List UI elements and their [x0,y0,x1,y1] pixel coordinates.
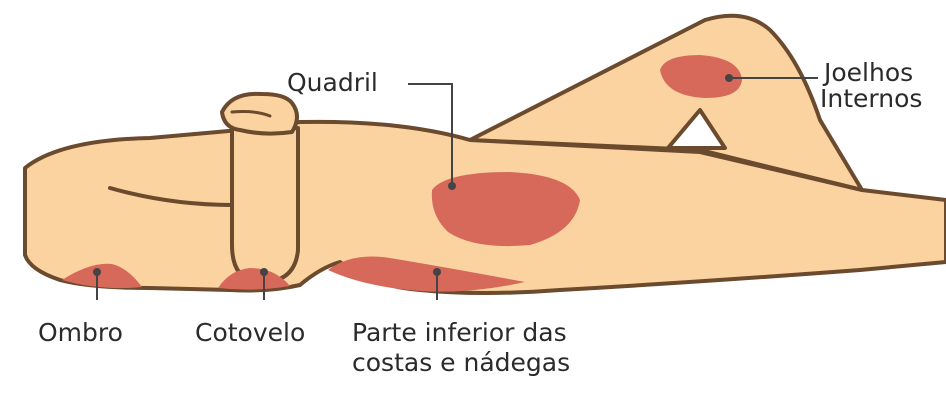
marker-dot-lower-back [433,268,441,276]
marker-dot-elbow [260,268,268,276]
label-shoulder: Ombro [38,318,123,348]
marker-dot-knees [725,74,733,82]
label-hip: Quadril [287,68,378,98]
marker-dot-shoulder [93,268,101,276]
label-lower-back-line2: costas e nádegas [352,348,570,378]
marker-dot-hip [448,182,456,190]
forearm [232,128,298,282]
label-elbow: Cotovelo [195,318,305,348]
label-knees-line2: Internos [820,84,922,114]
label-lower-back-line1: Parte inferior das [352,318,567,348]
